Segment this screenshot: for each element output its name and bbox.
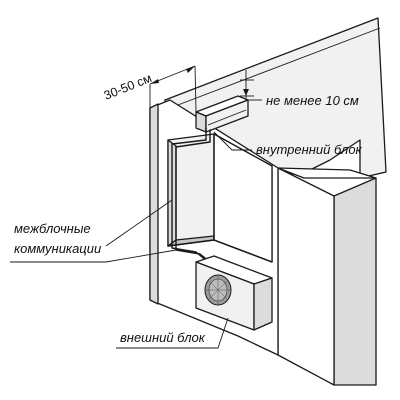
window-sill	[167, 239, 273, 263]
indoor-unit-side	[205, 99, 249, 133]
outdoor-unit-label: внешний блок	[120, 330, 206, 345]
right-pillar-front	[333, 177, 377, 386]
interblock-leader-2	[105, 249, 177, 263]
indoor-unit-front	[195, 111, 207, 133]
interblock-leader-1	[105, 199, 173, 247]
indoor-unit-grille-line	[207, 109, 247, 126]
indoor-unit-leader	[213, 131, 252, 151]
dim-30-50-arrow-right	[186, 66, 195, 73]
front-wall-left-edge	[149, 103, 159, 305]
interblock-label-line2: коммуникации	[14, 241, 101, 256]
interblock-label-line1: межблочные	[14, 221, 91, 236]
dim-30-50-ext-right	[194, 65, 197, 113]
interblock-pipe-2	[175, 129, 211, 263]
right-pillar-side	[277, 167, 335, 386]
dim-30-50-label: 30-50 см	[102, 71, 154, 103]
indoor-unit-label: внутренний блок	[256, 142, 363, 157]
ceiling-line	[169, 27, 381, 109]
outdoor-unit-fan-mesh	[206, 276, 230, 304]
dim-30-50-arrow-left	[150, 79, 159, 84]
outdoor-unit-side	[253, 277, 273, 331]
dim-10cm-label: не менее 10 см	[266, 93, 359, 108]
dim-10cm-arrow	[243, 89, 249, 96]
